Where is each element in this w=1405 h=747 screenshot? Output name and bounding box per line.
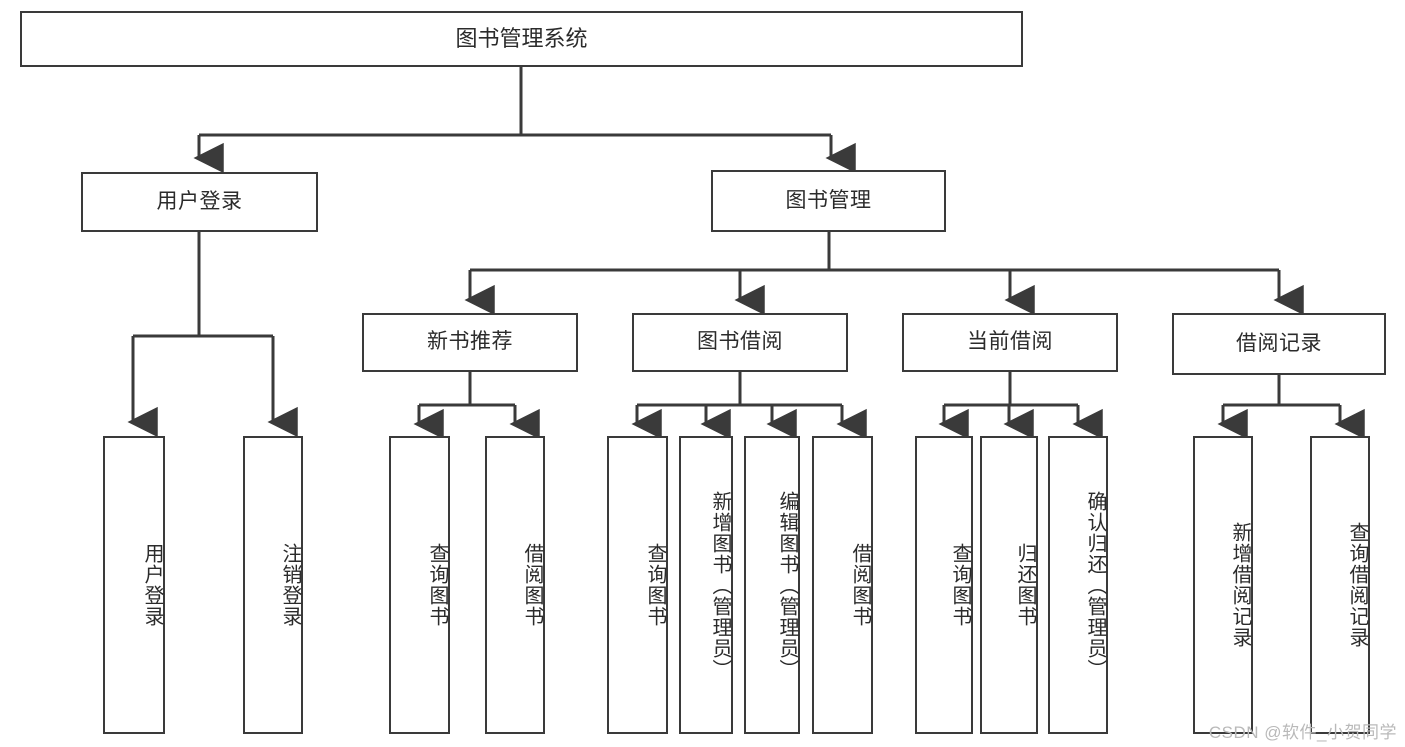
node-borrow-record[interactable]: 借阅记录	[1172, 313, 1386, 375]
node-label: 确认归还（管理员）	[1084, 490, 1106, 680]
leaf-add-borrow-record[interactable]: 新增借阅记录	[1193, 436, 1253, 734]
node-label: 新增图书（管理员）	[709, 490, 731, 680]
node-book-management[interactable]: 图书管理	[711, 170, 946, 232]
node-new-book-recommend[interactable]: 新书推荐	[362, 313, 578, 372]
node-label: 借阅图书	[521, 543, 543, 627]
node-label: 当前借阅	[967, 330, 1053, 354]
node-label: 图书借阅	[697, 330, 783, 354]
node-label: 用户登录	[141, 543, 163, 627]
node-label: 归还图书	[1014, 543, 1036, 627]
node-user-login[interactable]: 用户登录	[81, 172, 318, 232]
node-label: 图书管理系统	[455, 26, 588, 52]
node-label: 新书推荐	[427, 330, 513, 354]
leaf-borrow-book[interactable]: 借阅图书	[812, 436, 873, 734]
leaf-edit-book-admin[interactable]: 编辑图书（管理员）	[744, 436, 800, 734]
node-label: 注销登录	[279, 543, 301, 627]
leaf-query-book-borrow[interactable]: 查询图书	[607, 436, 668, 734]
node-label: 查询借阅记录	[1346, 522, 1368, 648]
node-label: 查询图书	[949, 543, 971, 627]
node-current-borrow[interactable]: 当前借阅	[902, 313, 1118, 372]
leaf-confirm-return-admin[interactable]: 确认归还（管理员）	[1048, 436, 1108, 734]
node-label: 查询图书	[644, 543, 666, 627]
node-root-system[interactable]: 图书管理系统	[20, 11, 1023, 67]
node-label: 图书管理	[785, 188, 872, 212]
leaf-query-book-current[interactable]: 查询图书	[915, 436, 973, 734]
leaf-user-login[interactable]: 用户登录	[103, 436, 165, 734]
leaf-borrow-book-recommend[interactable]: 借阅图书	[485, 436, 545, 734]
leaf-query-book-recommend[interactable]: 查询图书	[389, 436, 450, 734]
node-label: 用户登录	[156, 189, 243, 213]
node-label: 借阅图书	[849, 543, 871, 627]
node-label: 借阅记录	[1236, 331, 1322, 355]
leaf-query-borrow-record[interactable]: 查询借阅记录	[1310, 436, 1370, 734]
node-book-borrow[interactable]: 图书借阅	[632, 313, 848, 372]
node-label: 新增借阅记录	[1229, 522, 1251, 648]
leaf-logout-login[interactable]: 注销登录	[243, 436, 303, 734]
node-label: 查询图书	[426, 543, 448, 627]
watermark-text: CSDN @软件_小贺同学	[1208, 723, 1397, 742]
leaf-add-book-admin[interactable]: 新增图书（管理员）	[679, 436, 733, 734]
node-label: 编辑图书（管理员）	[776, 490, 798, 680]
leaf-return-book[interactable]: 归还图书	[980, 436, 1038, 734]
